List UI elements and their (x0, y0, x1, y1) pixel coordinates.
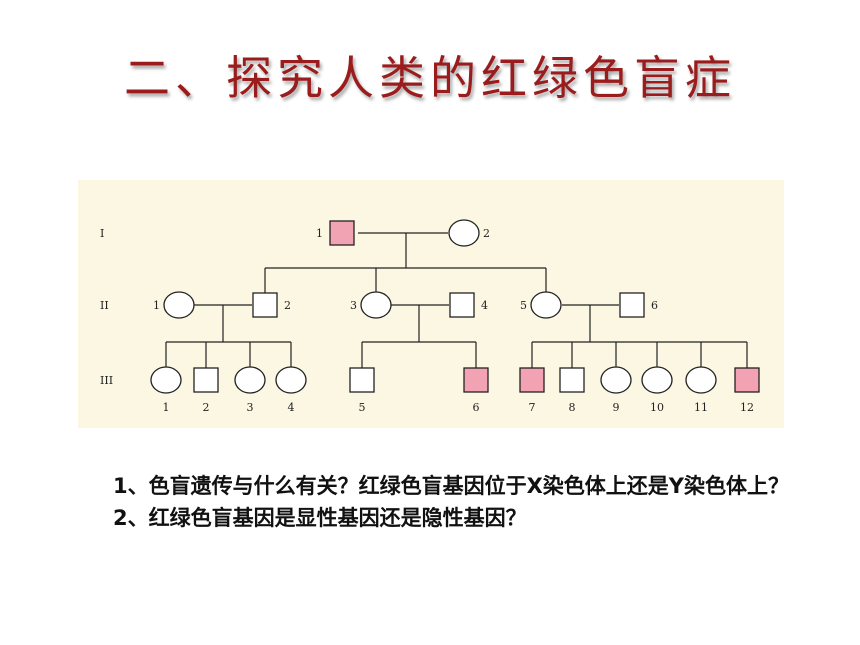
female-symbol (163, 291, 195, 319)
male-symbol (619, 292, 645, 318)
individual-number: 7 (529, 401, 536, 414)
female-symbol (600, 366, 632, 394)
pedigree-lines (165, 232, 748, 368)
individual-number: 1 (153, 299, 160, 312)
individual-number: 4 (481, 299, 488, 312)
individual-number: 4 (288, 401, 295, 414)
individual-number: 2 (203, 401, 210, 414)
male-symbol (449, 292, 475, 318)
individual-number: 6 (651, 299, 658, 312)
individual-number: 5 (359, 401, 366, 414)
individual-number: 6 (473, 401, 480, 414)
male-symbol (252, 292, 278, 318)
female-symbol (685, 366, 717, 394)
individual-number: 12 (740, 401, 754, 414)
individual-number: 2 (483, 227, 490, 240)
affected-male-symbol (519, 367, 545, 393)
female-symbol (234, 366, 266, 394)
individual-number: 5 (520, 299, 527, 312)
question-list: 1、色盲遗传与什么有关？红绿色盲基因位于X染色体上还是Y染色体上？ 2、红绿色盲… (113, 470, 793, 534)
individual-number: 3 (247, 401, 254, 414)
individual-number: 10 (650, 401, 664, 414)
slide-title: 二、探究人类的红绿色盲症 (124, 51, 736, 105)
generation-label: I (100, 227, 104, 240)
question-1: 1、色盲遗传与什么有关？红绿色盲基因位于X染色体上还是Y染色体上？ (113, 474, 790, 498)
female-symbol (360, 291, 392, 319)
male-symbol (559, 367, 585, 393)
pedigree-symbols (150, 219, 760, 394)
individual-number: 1 (163, 401, 170, 414)
individual-number: 2 (284, 299, 291, 312)
individual-number: 9 (613, 401, 620, 414)
generation-label: III (100, 374, 113, 387)
individual-number: 3 (350, 299, 357, 312)
affected-male-symbol (329, 220, 355, 246)
female-symbol (641, 366, 673, 394)
individual-number: 11 (694, 401, 708, 414)
individual-number: 1 (316, 227, 323, 240)
female-symbol (530, 291, 562, 319)
affected-male-symbol (734, 367, 760, 393)
affected-male-symbol (463, 367, 489, 393)
male-symbol (349, 367, 375, 393)
female-symbol (275, 366, 307, 394)
generation-label: II (100, 299, 109, 312)
female-symbol (150, 366, 182, 394)
individual-number: 8 (569, 401, 576, 414)
male-symbol (193, 367, 219, 393)
female-symbol (448, 219, 480, 247)
question-2: 2、红绿色盲基因是显性基因还是隐性基因？ (113, 506, 527, 530)
